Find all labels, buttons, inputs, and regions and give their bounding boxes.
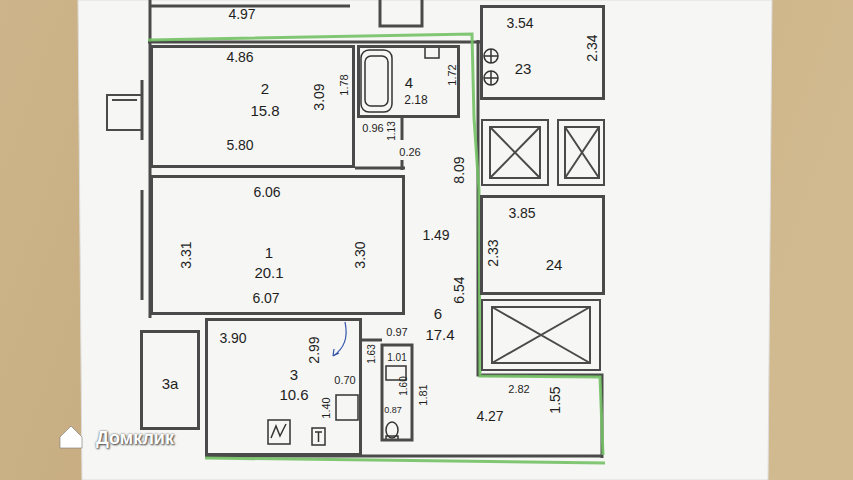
dimension-label: 3.85 [508, 206, 535, 220]
dimension-label: 2.18 [404, 94, 427, 106]
dimension-label: 3.90 [219, 331, 246, 345]
room-number: 3 [290, 367, 298, 382]
dimension-label: 3.09 [312, 83, 326, 110]
dimension-label: 4.27 [476, 409, 503, 423]
room-number: 2 [261, 81, 269, 96]
room-box: 4 [357, 45, 460, 118]
dimension-label: 0.87 [384, 406, 402, 415]
dimension-label: 1.72 [447, 64, 458, 85]
paper-sheet [78, 0, 772, 480]
room-area: 20.1 [254, 265, 283, 280]
dimension-label: 6.54 [452, 276, 466, 303]
dimension-label: 1.01 [387, 353, 406, 363]
room-number: 6 [434, 306, 442, 321]
dimension-label: 2.99 [307, 336, 321, 363]
dimension-label: 4.86 [226, 50, 253, 64]
dimension-label: 1.81 [418, 384, 429, 405]
room-number: 1 [265, 245, 273, 260]
dimension-label: 3.31 [179, 241, 193, 268]
dimension-label: 8.09 [452, 156, 466, 183]
balconies [107, 95, 142, 130]
dimension-label: 2.33 [486, 239, 500, 266]
door-swing [333, 322, 346, 356]
room-area: 15.8 [250, 103, 279, 118]
dimension-label: 6.06 [253, 185, 280, 199]
room-area: 10.6 [279, 387, 308, 402]
dimension-label: 3.30 [353, 241, 367, 268]
riser-symbols [484, 49, 498, 85]
dimension-label: 5.80 [226, 138, 253, 152]
dimension-label: 0.26 [399, 147, 420, 158]
room-number: 24 [546, 257, 563, 272]
room-number: 23 [515, 61, 532, 76]
dimension-label: 0.97 [386, 327, 407, 338]
dimension-label: 1.49 [422, 228, 449, 242]
toilet-room [382, 345, 412, 440]
dimension-label: 2.82 [508, 384, 529, 395]
dimension-label: 1.40 [321, 397, 332, 418]
dimension-label: 6.07 [252, 291, 279, 305]
dimension-label: 2.34 [585, 34, 599, 61]
dimension-label: 1.63 [367, 344, 377, 363]
room-number: 3а [162, 376, 179, 391]
dimension-label: 1.60 [399, 376, 409, 395]
dimension-label: 1.13 [387, 121, 397, 140]
dimension-label: 1.78 [339, 74, 350, 95]
dimension-label: 1.55 [548, 386, 562, 413]
walls [142, 0, 602, 458]
room-box: 3а [140, 330, 200, 430]
dimension-label: 4.97 [228, 7, 255, 21]
elevator-shafts [482, 120, 604, 370]
room-number: 4 [405, 75, 413, 90]
watermark-logo [60, 426, 82, 448]
watermark: Домклик [96, 429, 174, 447]
dimension-label: 0.96 [362, 123, 383, 134]
dimension-label: 3.54 [506, 16, 533, 30]
room-area: 17.4 [425, 327, 454, 342]
dimension-label: 0.70 [334, 375, 355, 386]
